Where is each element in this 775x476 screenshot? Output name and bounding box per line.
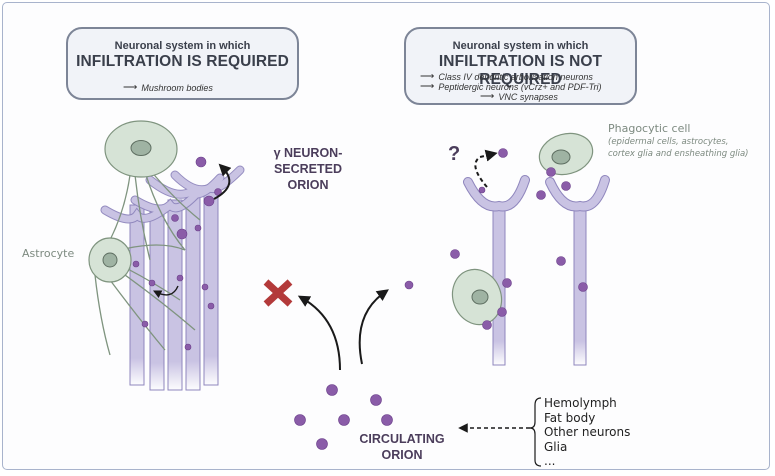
- source-item: Other neurons: [544, 425, 631, 439]
- orion-particle: [316, 438, 328, 450]
- orion-particle: [381, 414, 393, 426]
- orion-particle: [338, 414, 350, 426]
- orion-particle: [176, 274, 184, 282]
- orion-particle: [578, 282, 588, 292]
- orion-particle: [370, 394, 382, 406]
- astrocyte-cell: [88, 237, 132, 283]
- system-item: ⟶ Class IV dendritic arborisation neuron…: [420, 71, 593, 83]
- source-item: Glia: [544, 439, 568, 454]
- secreted-orion-label: γ NEURON-SECRETED ORION: [273, 146, 343, 192]
- panel-title: INFILTRATION IS NOT REQUIRED: [438, 53, 603, 88]
- source-item: ...: [544, 454, 556, 468]
- orion-particle: [497, 307, 507, 317]
- orion-particle: [326, 384, 338, 396]
- arrow-to-left-system: [297, 295, 341, 371]
- orion-particle: [171, 214, 179, 222]
- phagocytic-cell-label: Phagocytic cell (epidermal cells, astroc…: [608, 122, 749, 159]
- orion-particle: [546, 167, 556, 177]
- orion-particle: [201, 283, 209, 291]
- secretion-arrow: [213, 163, 232, 200]
- class-iv-neurons: [463, 175, 610, 366]
- neuron-axon: [129, 204, 145, 386]
- panel-subtitle: Neuronal system in which: [114, 40, 251, 52]
- panel-subtitle: Neuronal system in which: [452, 40, 589, 52]
- phagocytic-cell-top: [538, 132, 594, 176]
- orion-sources-list: Hemolymph Fat body Other neurons Glia ..…: [544, 396, 630, 469]
- orion-particle: [176, 228, 188, 240]
- blocked-x-icon: [263, 279, 293, 307]
- panel-title: INFILTRATION IS REQUIRED: [76, 53, 289, 70]
- uncertain-release-arrow: [474, 149, 498, 188]
- arrow-to-right-system: [358, 289, 389, 365]
- orion-particle: [478, 186, 486, 194]
- orion-particle: [450, 249, 460, 259]
- orion-particle: [556, 256, 566, 266]
- orion-particle: [536, 190, 546, 200]
- orion-particle: [194, 224, 202, 232]
- arrow-right-icon: ⟶: [480, 91, 495, 102]
- arrow-right-icon: ⟶: [420, 81, 435, 92]
- orion-particle: [195, 156, 207, 168]
- orion-particle: [294, 414, 306, 426]
- neuron-axon: [149, 209, 165, 391]
- orion-particle: [141, 320, 149, 328]
- sources-brace: [529, 397, 542, 467]
- infiltration-not-required-panel: Neuronal system in which INFILTRATION IS…: [404, 27, 637, 105]
- orion-particle: [561, 181, 571, 191]
- orion-particle: [207, 302, 215, 310]
- uptake-arrow: [152, 285, 179, 299]
- orion-particle: [404, 280, 414, 290]
- circulating-orion-label: CIRCULATING ORION: [359, 432, 445, 462]
- orion-particle: [498, 148, 508, 158]
- orion-particle: [502, 278, 512, 288]
- system-item: ⟶ Peptidergic neurons (vCrz+ and PDF-Tri…: [420, 81, 602, 93]
- astrocyte-cell-top: [104, 120, 178, 178]
- infiltration-required-panel: Neuronal system in which INFILTRATION IS…: [66, 27, 299, 100]
- orion-particle: [203, 195, 215, 207]
- system-item: ⟶ VNC synapses: [480, 91, 558, 103]
- arrow-right-icon: ⟶: [123, 82, 138, 93]
- source-item: Fat body: [544, 410, 596, 425]
- orion-particle: [184, 343, 192, 351]
- source-item: Hemolymph: [544, 396, 617, 410]
- question-mark-icon: ?: [448, 143, 461, 165]
- circulating-orion-particles: [294, 384, 393, 450]
- orion-particles-left: [132, 156, 222, 351]
- system-item: ⟶ Mushroom bodies: [123, 82, 213, 94]
- orion-particle: [148, 279, 156, 287]
- neuron-axon: [185, 194, 201, 391]
- orion-particles-right: [450, 148, 588, 330]
- astrocyte-label: Astrocyte: [22, 247, 75, 260]
- orion-particle: [482, 320, 492, 330]
- arrow-right-icon: ⟶: [420, 71, 435, 82]
- orion-particle: [132, 260, 140, 268]
- mushroom-body-neurons: [100, 165, 245, 391]
